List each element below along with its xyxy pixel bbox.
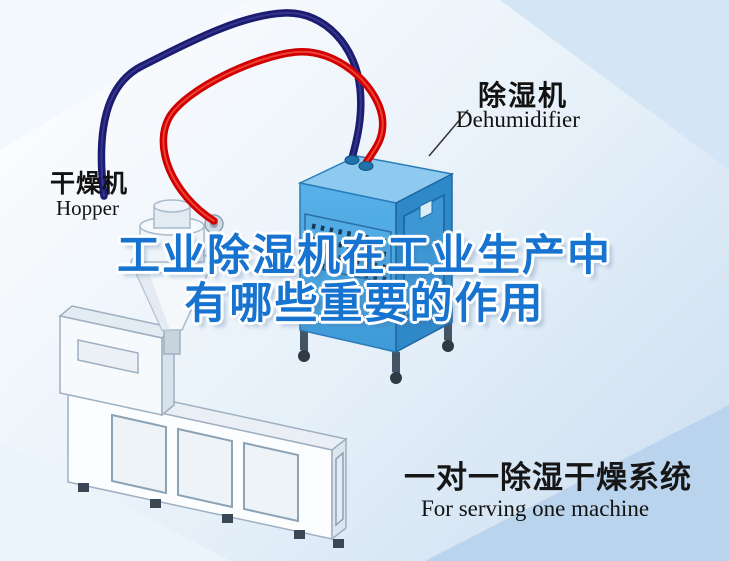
dehumidifier-unit <box>297 155 455 384</box>
bg-wedge-bottomright <box>425 405 729 561</box>
callout-pointer-line <box>428 109 469 157</box>
machine-end-panel <box>335 451 344 527</box>
top-fitting-blue <box>344 155 360 165</box>
machine-foot <box>150 499 161 508</box>
dehumidifier-label-en: Dehumidifier <box>456 107 580 132</box>
caster-wheel <box>442 340 454 352</box>
bg-wedge-bottomleft <box>0 440 230 561</box>
dehumidifier-legs <box>298 318 454 384</box>
extruder-machine <box>58 305 348 548</box>
hopper-label-zh: 干燥机 <box>50 169 129 198</box>
feedbox-panel <box>77 339 139 374</box>
leg <box>392 350 400 374</box>
vent-grille-dots <box>311 223 387 282</box>
door-display <box>419 199 433 220</box>
machine-panel-2 <box>177 427 233 509</box>
hopper-funnel <box>129 199 224 355</box>
red-hose-highlight <box>162 50 384 222</box>
machine-panel-3 <box>243 441 299 523</box>
caster-wheel <box>298 350 310 362</box>
hoses <box>97 9 387 225</box>
caption-en: For serving one machine <box>421 496 650 521</box>
main-title-line2: 有哪些重要的作用 <box>184 279 545 330</box>
machine-foot <box>333 539 344 548</box>
machine-foot <box>294 530 305 539</box>
caster-wheel <box>390 372 402 384</box>
caption-zh: 一对一除湿干燥系统 <box>404 460 692 496</box>
bg-wedge-topright <box>500 0 729 170</box>
hopper-cone-shade <box>131 262 170 330</box>
main-title-line1: 工业除湿机在工业生产中 <box>117 231 612 281</box>
hopper-label-en: Hopper <box>56 196 119 220</box>
machine-panel-1 <box>111 413 167 495</box>
main-title: 工业除湿机在工业生产中 有哪些重要的作用 <box>117 232 612 328</box>
top-fitting-red <box>358 161 374 171</box>
leg <box>300 328 308 352</box>
hopper-cap-top <box>153 199 191 213</box>
dehumidifier-label-zh: 除湿机 <box>478 79 569 112</box>
machine-foot <box>222 514 233 523</box>
machine-foot <box>78 483 89 492</box>
vent-grille-frame <box>304 213 392 285</box>
blue-hose-highlight <box>100 11 362 197</box>
